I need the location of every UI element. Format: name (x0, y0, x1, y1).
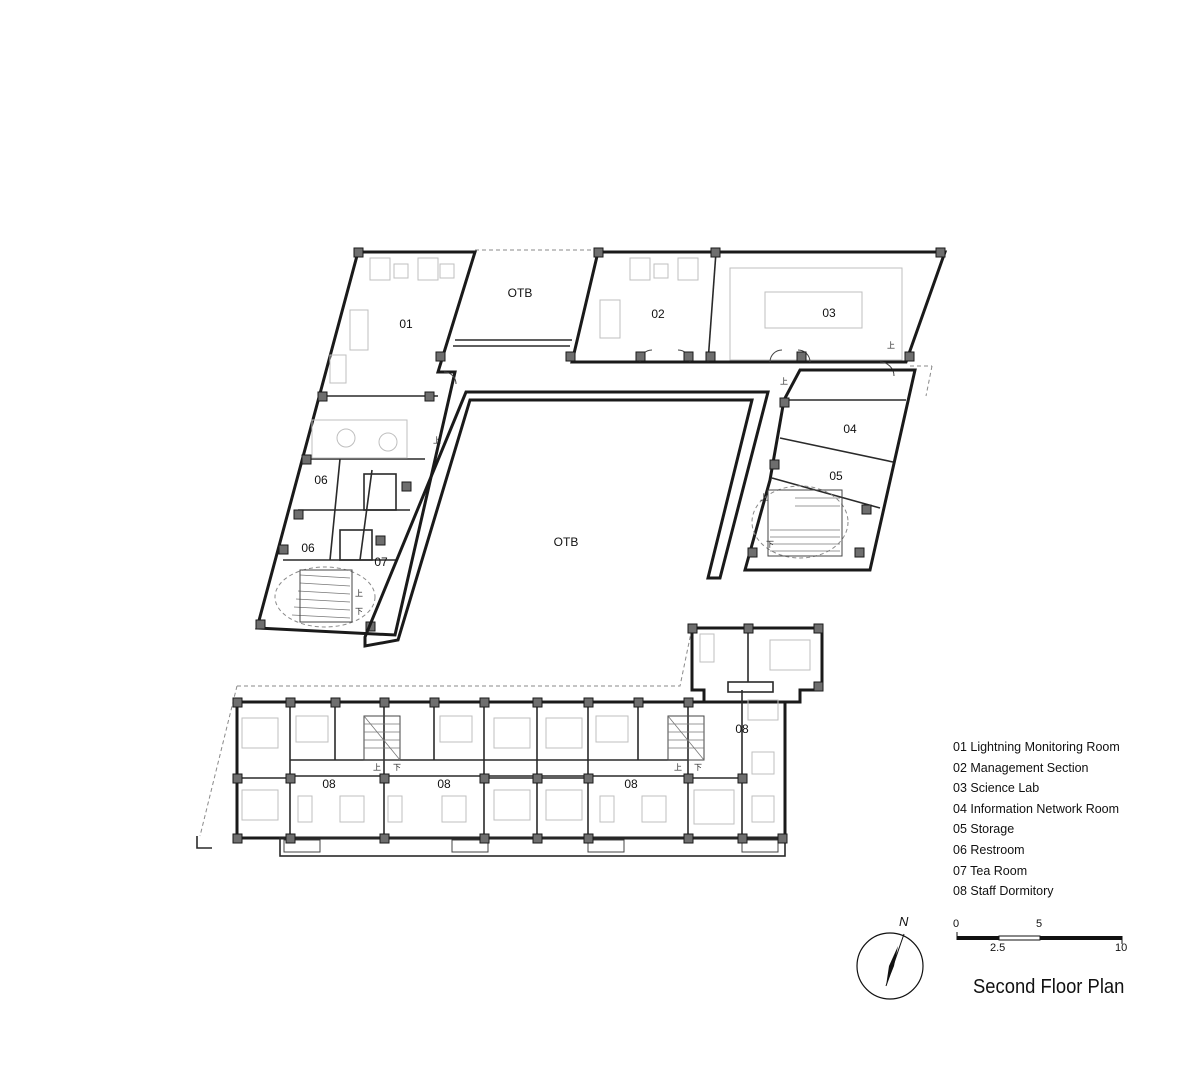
room-label-07: 07 (374, 555, 388, 569)
stair-up-mark: 上 (355, 589, 363, 598)
room-label-08-b: 08 (437, 777, 451, 791)
drawing-title: Second Floor Plan (973, 976, 1125, 998)
balconies (283, 839, 779, 853)
west-stair (274, 566, 376, 628)
stair-up-mark: 上 (887, 341, 895, 350)
legend-item: 07 Tea Room (953, 863, 1028, 878)
dorm-furniture (241, 699, 779, 825)
legend-item: 01 Lightning Monitoring Room (953, 740, 1120, 754)
north-arrow-needle (886, 946, 898, 986)
legend-item: 04 Information Network Room (953, 801, 1120, 816)
room-label-01: 01 (399, 317, 413, 331)
north-label: N (899, 914, 909, 929)
room-label-06-lower: 06 (301, 541, 315, 555)
stair-up-mark: 上 (433, 436, 441, 445)
otb-label-top: OTB (508, 286, 533, 300)
legend-item: 08 Staff Dormitory (953, 884, 1054, 899)
room-label-08-c: 08 (624, 777, 638, 791)
legend-item: 02 Management Section (953, 760, 1089, 775)
dormitory-block (196, 623, 824, 857)
room-label-03: 03 (822, 306, 836, 320)
stair-down-mark: 下 (694, 763, 702, 772)
west-wing (255, 247, 478, 637)
room-legend: 01 Lightning Monitoring Room 02 Manageme… (953, 737, 1120, 902)
room-label-02: 02 (651, 307, 665, 321)
stair-down-mark: 下 (355, 607, 363, 616)
room-labels: 01 02 03 04 05 06 06 07 08 08 08 08 OTB … (301, 286, 857, 791)
stair-up-mark: 上 (780, 377, 788, 386)
courtyard (363, 249, 770, 648)
stair-down-mark: 下 (393, 763, 401, 772)
legend-item: 05 Storage (953, 822, 1015, 837)
east-stair (751, 485, 849, 559)
room-label-08-a: 08 (322, 777, 336, 791)
room-label-06-upper: 06 (314, 473, 328, 487)
stair-up-mark: 上 (373, 763, 381, 772)
stair-up-mark: 上 (760, 493, 768, 502)
stair-marks: 上 上 下 上 上 上 下 上 下 上 下 (355, 341, 895, 772)
room-label-08-d: 08 (735, 722, 749, 736)
stair-down-mark: 下 (766, 540, 774, 549)
scale-label-0: 0 (953, 918, 960, 930)
room-label-04: 04 (843, 422, 857, 436)
otb-label-courtyard: OTB (554, 535, 579, 549)
dorm-stairs (363, 715, 705, 761)
legend-item: 06 Restroom (953, 842, 1025, 857)
east-wing (565, 247, 948, 572)
scale-label-10: 10 (1115, 942, 1128, 954)
scale-label-5: 5 (1036, 918, 1043, 930)
scale-bar (956, 932, 1123, 944)
north-arrow (856, 932, 924, 1000)
north-arrow-circle (856, 932, 924, 1000)
legend-item: 03 Science Lab (953, 781, 1040, 796)
room-label-05: 05 (829, 469, 843, 483)
scale-label-2-5: 2.5 (990, 942, 1006, 954)
stair-up-mark: 上 (674, 763, 682, 772)
